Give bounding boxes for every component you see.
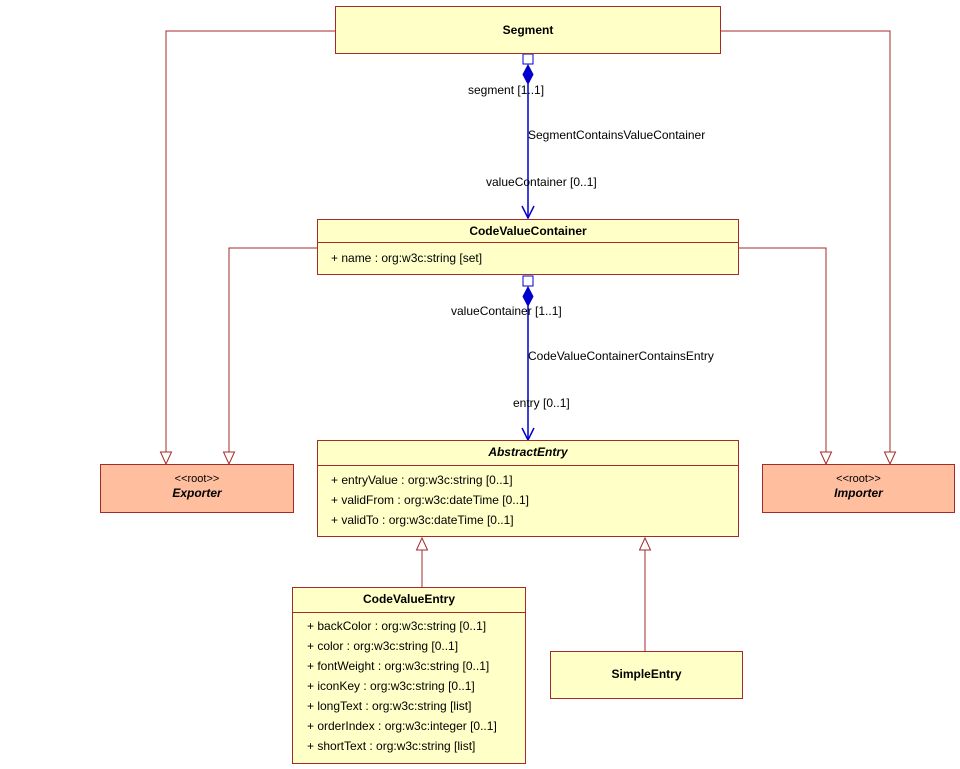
generalization-segment-importer [720,30,897,466]
generalization-codevalueentry-abstractentry [415,536,429,587]
attribute-font-weight: + fontWeight : org:w3c:string [0..1] [307,659,490,673]
role-entry-label: entry [0..1] [513,396,570,410]
class-code-value-entry[interactable]: CodeValueEntry + backColor : org:w3c:str… [292,587,526,764]
generalization-segment-exporter [159,30,336,466]
attribute-color: + color : org:w3c:string [0..1] [307,639,459,653]
class-abstract-entry-name: AbstractEntry [318,441,738,466]
class-simple-entry[interactable]: SimpleEntry [550,651,743,699]
importer-name: Importer [834,486,883,500]
generalization-container-exporter [222,247,318,466]
association-segment-container-name: SegmentContainsValueContainer [528,128,706,142]
role-value-container-label: valueContainer [0..1] [486,175,597,189]
attribute-valid-from: + validFrom : org:w3c:dateTime [0..1] [331,493,529,507]
attribute-icon-key: + iconKey : org:w3c:string [0..1] [307,679,475,693]
class-abstract-entry-attributes: + entryValue : org:w3c:string [0..1] + v… [318,466,738,530]
class-code-value-container-attributes: + name : org:w3c:string [set] [318,243,738,268]
class-code-value-entry-name: CodeValueEntry [293,588,525,613]
attribute-order-index: + orderIndex : org:w3c:integer [0..1] [307,719,497,733]
role-segment-label: segment [1..1] [468,83,545,97]
exporter-name: Exporter [172,486,222,500]
generalization-simpleentry-abstractentry [638,536,652,651]
class-abstract-entry[interactable]: AbstractEntry + entryValue : org:w3c:str… [317,440,739,537]
class-code-value-container[interactable]: CodeValueContainer + name : org:w3c:stri… [317,219,739,275]
attribute-short-text: + shortText : org:w3c:string [list] [307,739,476,753]
attribute-entry-value: + entryValue : org:w3c:string [0..1] [331,473,513,487]
generalization-container-importer [738,247,833,466]
role-value-container-source-label: valueContainer [1..1] [451,304,562,318]
class-simple-entry-name: SimpleEntry [611,667,682,681]
exporter-stereotype: <<root>> [174,473,220,485]
composition-segment-container [521,53,535,220]
attribute-valid-to: + validTo : org:w3c:dateTime [0..1] [331,513,514,527]
class-code-value-container-name: CodeValueContainer [318,220,738,243]
class-segment[interactable]: Segment [335,6,721,54]
association-container-entry-name: CodeValueContainerContainsEntry [528,349,714,363]
importer-stereotype: <<root>> [836,473,881,485]
class-importer[interactable]: <<root>> Importer [762,464,955,513]
attribute-long-text: + longText : org:w3c:string [list] [307,699,472,713]
class-segment-name: Segment [502,23,554,37]
class-code-value-entry-attributes: + backColor : org:w3c:string [0..1] + co… [293,613,525,756]
attribute-back-color: + backColor : org:w3c:string [0..1] [307,619,487,633]
attribute-name: + name : org:w3c:string [set] [331,251,483,265]
class-exporter[interactable]: <<root>> Exporter [100,464,294,513]
